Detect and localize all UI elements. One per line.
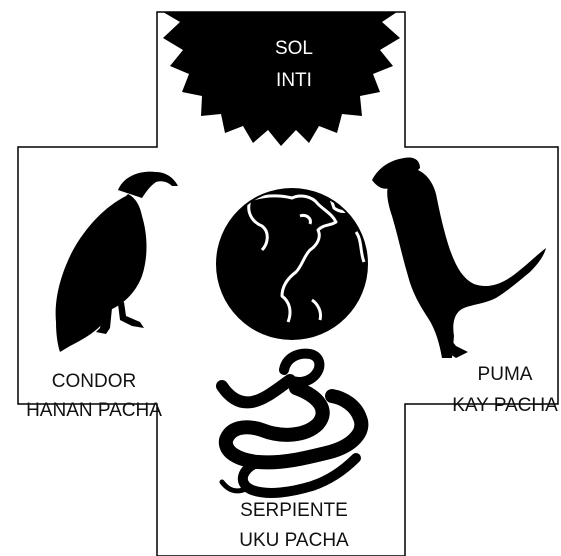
puma-label-line2: KAY PACHA bbox=[452, 395, 558, 416]
globe-icon bbox=[216, 188, 368, 340]
serpent-label-line1: SERPIENTE bbox=[240, 500, 348, 521]
sun-label-line2: INTI bbox=[276, 70, 312, 91]
condor-label-line2: HANAN PACHA bbox=[26, 400, 162, 421]
puma-label-line1: PUMA bbox=[478, 364, 533, 385]
serpent-label-line2: UKU PACHA bbox=[239, 530, 349, 551]
sun-label-line1: SOL bbox=[275, 38, 313, 59]
condor-label-line1: CONDOR bbox=[52, 371, 136, 392]
